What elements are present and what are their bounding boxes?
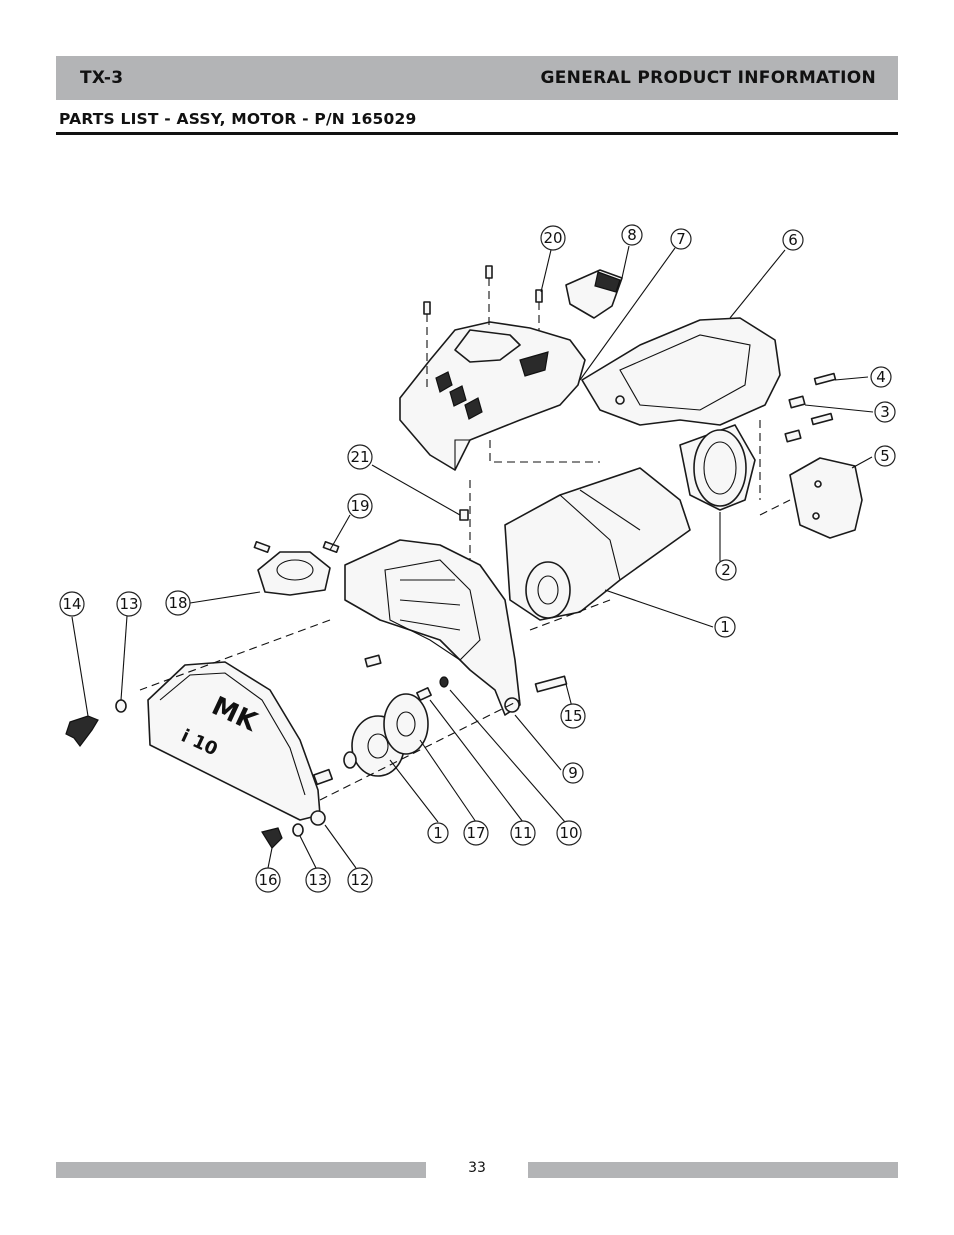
screws-part — [423, 265, 543, 390]
callout-11: 11 — [510, 820, 536, 846]
handle-cover-part — [399, 321, 586, 471]
callout-16: 16 — [255, 867, 281, 893]
svg-text:1: 1 — [720, 618, 730, 636]
svg-text:9: 9 — [568, 764, 578, 782]
callout-20: 20 — [540, 225, 566, 251]
svg-text:4: 4 — [876, 368, 886, 386]
svg-text:8: 8 — [627, 226, 637, 244]
svg-text:1: 1 — [433, 824, 443, 842]
callout-1b: 1 — [427, 822, 449, 844]
callout-3: 3 — [874, 401, 896, 423]
clamp-screws-part — [253, 540, 340, 554]
page-title: PARTS LIST - ASSY, MOTOR - P/N 165029 — [59, 110, 417, 128]
brush-parts — [784, 372, 837, 443]
svg-text:7: 7 — [676, 230, 686, 248]
callout-8: 8 — [621, 224, 643, 246]
svg-text:13: 13 — [308, 871, 327, 889]
page-number: 33 — [468, 1160, 486, 1176]
callout-17: 17 — [463, 820, 489, 846]
callout-2: 2 — [715, 559, 737, 581]
callout-13b: 13 — [305, 867, 331, 893]
svg-text:11: 11 — [513, 824, 532, 842]
header-bar: TX-3 GENERAL PRODUCT INFORMATION — [56, 56, 898, 100]
blade-guard-part: MK i 10 — [147, 661, 326, 826]
svg-text:21: 21 — [350, 448, 369, 466]
svg-text:14: 14 — [62, 595, 81, 613]
callout-4: 4 — [870, 366, 892, 388]
svg-text:20: 20 — [543, 229, 562, 247]
svg-text:10: 10 — [559, 824, 578, 842]
callout-12: 12 — [347, 867, 373, 893]
svg-text:12: 12 — [350, 871, 369, 889]
svg-text:16: 16 — [258, 871, 277, 889]
callout-5: 5 — [874, 445, 896, 467]
svg-text:18: 18 — [168, 594, 187, 612]
callout-7: 7 — [670, 228, 692, 250]
leader-lines — [71, 245, 874, 869]
title-rule — [56, 132, 898, 135]
end-cap-part — [789, 457, 863, 539]
svg-text:13: 13 — [119, 595, 138, 613]
svg-text:15: 15 — [563, 707, 582, 725]
callout-10: 10 — [556, 820, 582, 846]
svg-text:17: 17 — [466, 824, 485, 842]
callout-18: 18 — [165, 590, 191, 616]
svg-text:6: 6 — [788, 231, 798, 249]
blade-flanges-part — [343, 693, 429, 777]
svg-text:19: 19 — [350, 497, 369, 515]
footer-bar-left — [56, 1162, 426, 1178]
switch-part — [565, 269, 623, 319]
callout-21: 21 — [347, 444, 373, 470]
model-name: TX-3 — [80, 68, 124, 88]
svg-text:3: 3 — [880, 403, 890, 421]
section-title: GENERAL PRODUCT INFORMATION — [540, 68, 876, 88]
callout-14: 14 — [59, 591, 85, 617]
callout-13: 13 — [116, 591, 142, 617]
motor-housing-part — [581, 317, 781, 426]
callout-15: 15 — [560, 703, 586, 729]
motor-part — [504, 467, 691, 621]
svg-text:5: 5 — [880, 447, 890, 465]
callout-19: 19 — [347, 493, 373, 519]
callout-1: 1 — [714, 616, 736, 638]
callout-6: 6 — [782, 229, 804, 251]
guard-mount-part — [344, 539, 521, 716]
callout-9: 9 — [562, 762, 584, 784]
hardware-parts — [65, 509, 568, 849]
clamp-part — [257, 551, 331, 596]
footer-bar-right — [528, 1162, 898, 1178]
fan-part — [679, 424, 756, 511]
svg-text:2: 2 — [721, 561, 731, 579]
